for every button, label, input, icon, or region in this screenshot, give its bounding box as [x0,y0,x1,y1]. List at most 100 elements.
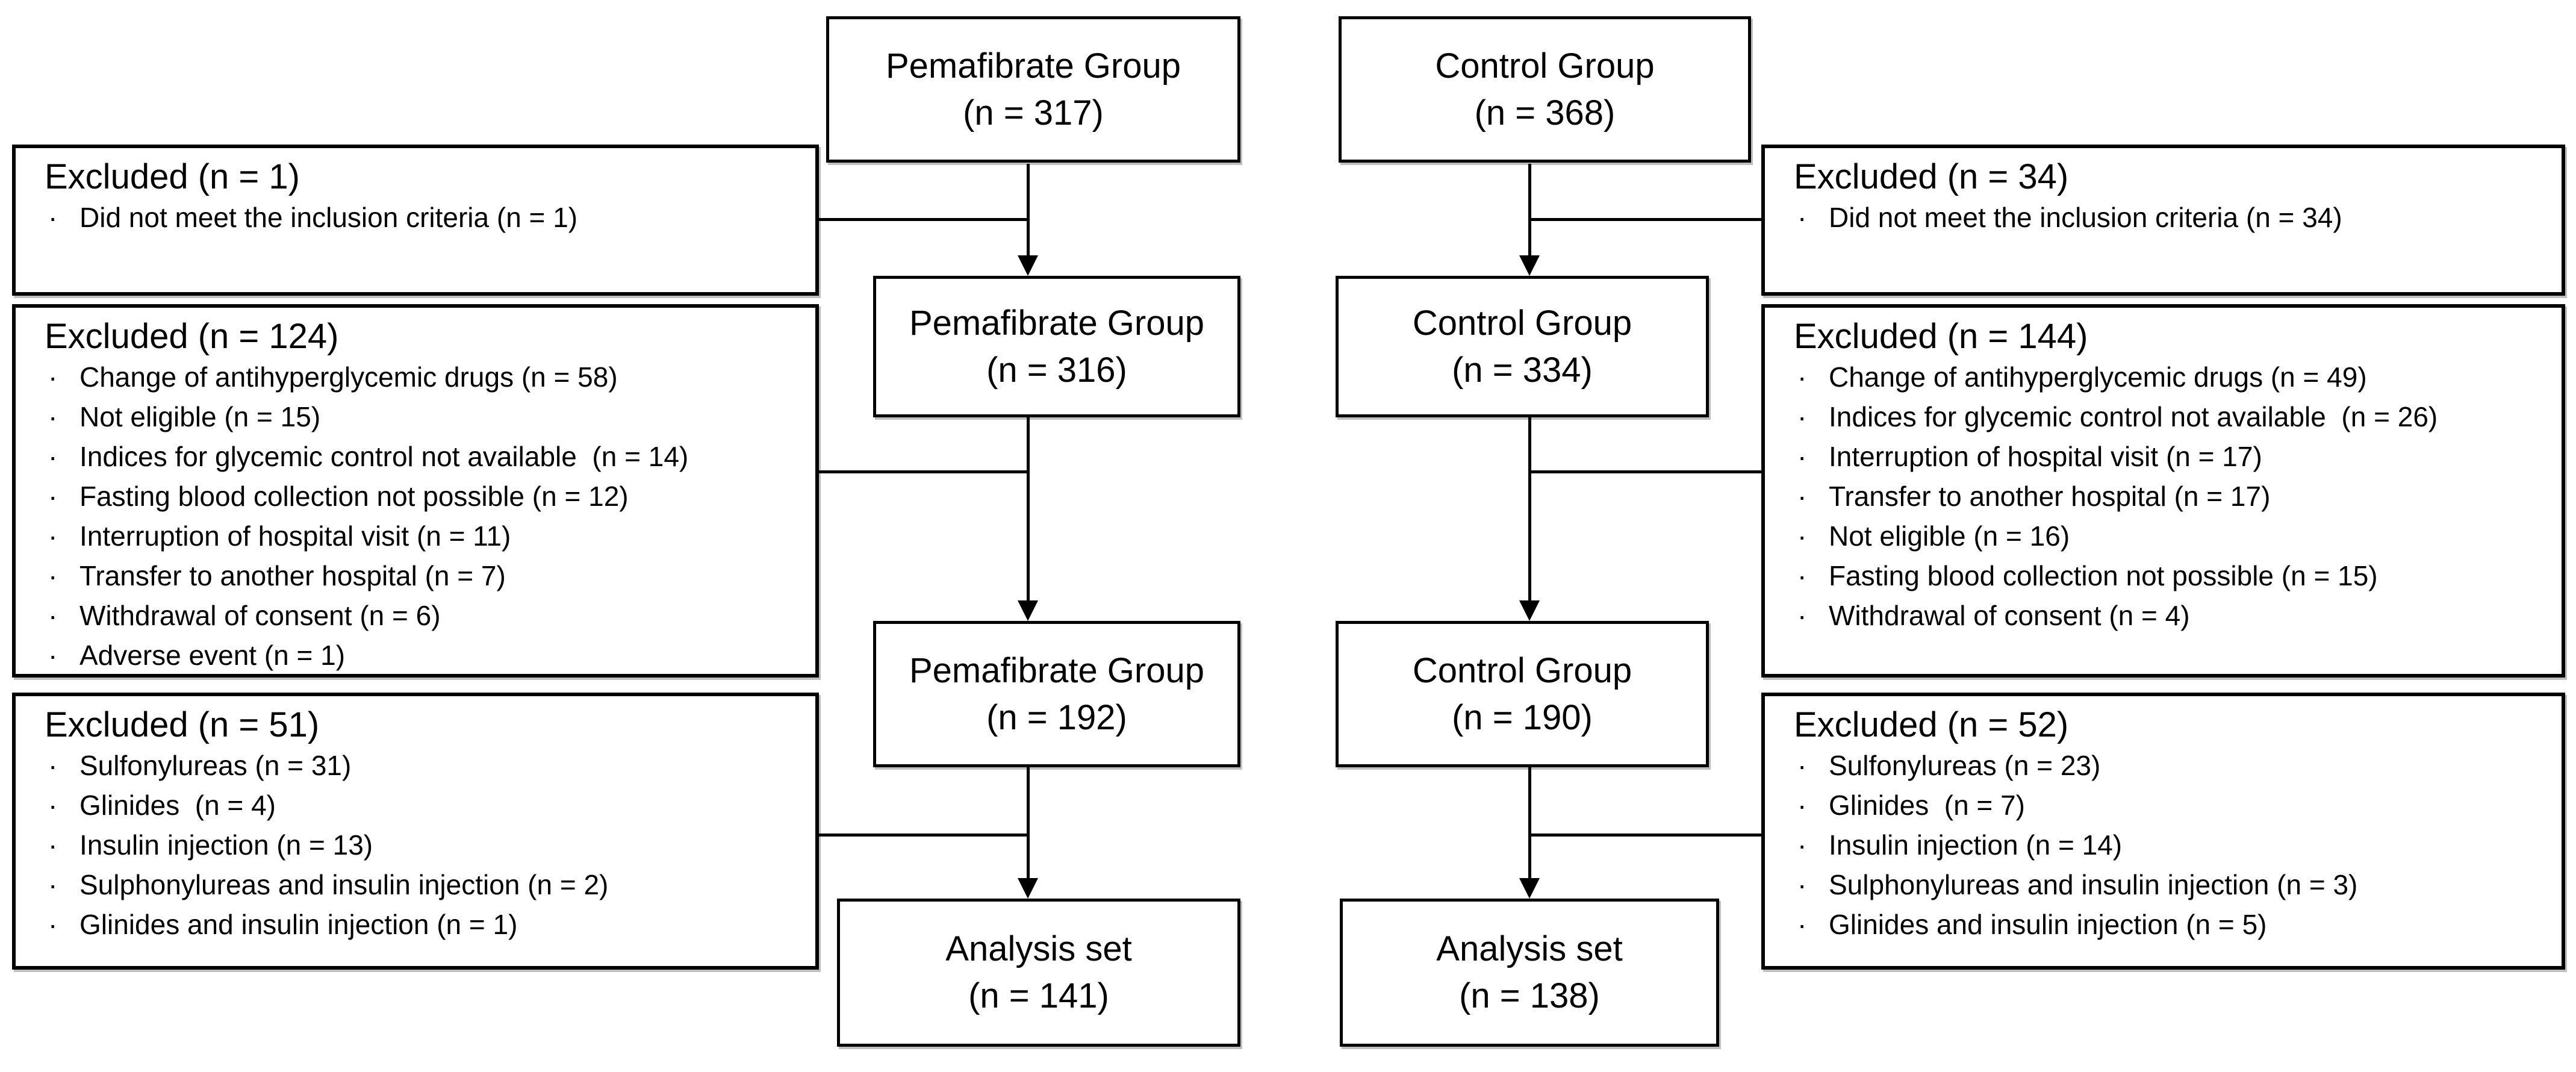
bullet-icon: · [48,600,58,631]
stage-title: Analysis set [1436,929,1623,968]
pemafibrate-stage-2-box: Pemafibrate Group (n = 316) [873,276,1240,417]
control-analysis-set-box: Analysis set (n = 138) [1340,899,1719,1047]
control-stage-1-box: Control Group (n = 368) [1339,16,1751,163]
bullet-icon: · [48,750,58,781]
control-exclusion-branch-2 [1529,470,1761,473]
exclusion-item-text: Not eligible (n = 15) [79,401,321,432]
stage-title: Analysis set [945,929,1132,968]
exclusion-item-text: Glinides (n = 7) [1829,790,2025,821]
bullet-icon: · [1797,829,1807,861]
exclusion-item: · Transfer to another hospital (n = 17) [1794,476,2543,516]
bullet-icon: · [48,829,58,861]
stage-title: Control Group [1412,303,1632,343]
bullet-icon: · [48,441,58,472]
exclusion-item-text: Insulin injection (n = 14) [1829,829,2123,861]
exclusion-item-text: Interruption of hospital visit (n = 11) [79,520,511,552]
exclusion-item-text: Sulphonylureas and insulin injection (n … [1829,869,2358,900]
control-connector-2 [1528,417,1531,602]
exclusion-title: Excluded (n = 34) [1794,157,2069,196]
exclusion-item: · Insulin injection (n = 14) [1794,825,2543,865]
bullet-icon: · [48,520,58,552]
stage-n: (n = 334) [1452,350,1593,390]
bullet-icon: · [1797,202,1807,233]
exclusion-item: · Change of antihyperglycemic drugs (n =… [45,357,797,397]
control-connector-3 [1528,767,1531,879]
pemafibrate-analysis-set-box: Analysis set (n = 141) [837,899,1240,1047]
pemafibrate-exclusion-box-2: Excluded (n = 124) · Change of antihyper… [12,304,819,678]
exclusion-item: · Fasting blood collection not possible … [1794,556,2543,596]
exclusion-item: · Glinides and insulin injection (n = 1) [45,905,797,944]
arrow-down-icon [1018,878,1038,899]
bullet-icon: · [48,361,58,393]
exclusion-item: · Did not meet the inclusion criteria (n… [45,198,797,237]
stage-n: (n = 368) [1474,93,1616,132]
pemafibrate-connector-1 [1027,164,1030,259]
bullet-icon: · [1797,560,1807,591]
exclusion-item-text: Glinides (n = 4) [79,790,276,821]
exclusion-title: Excluded (n = 51) [45,705,320,744]
exclusion-title: Excluded (n = 1) [45,157,300,196]
arrow-down-icon [1519,878,1540,899]
exclusion-item-text: Fasting blood collection not possible (n… [79,481,629,512]
exclusion-item-text: Interruption of hospital visit (n = 17) [1829,441,2262,472]
exclusion-item: · Sulphonylureas and insulin injection (… [45,865,797,905]
exclusion-item-text: Adverse event (n = 1) [79,640,346,671]
exclusion-item-text: Not eligible (n = 16) [1829,520,2070,552]
stage-title: Control Group [1435,46,1655,86]
exclusion-title: Excluded (n = 52) [1794,705,2069,744]
control-exclusion-box-1: Excluded (n = 34) · Did not meet the inc… [1761,145,2565,296]
stage-n: (n = 190) [1452,697,1593,737]
bullet-icon: · [1797,401,1807,432]
exclusion-item: · Glinides (n = 4) [45,785,797,825]
exclusion-item-text: Transfer to another hospital (n = 7) [79,560,506,591]
exclusion-item-text: Sulfonylureas (n = 31) [79,750,352,781]
bullet-icon: · [48,909,58,940]
arrow-down-icon [1018,255,1038,276]
control-connector-1 [1528,164,1531,259]
stage-title: Control Group [1412,650,1632,690]
pemafibrate-exclusion-branch-3 [819,834,1030,837]
control-exclusion-box-3: Excluded (n = 52) · Sulfonylureas (n = 2… [1761,693,2565,970]
pemafibrate-exclusion-branch-1 [819,218,1030,221]
exclusion-item: · Fasting blood collection not possible … [45,476,797,516]
exclusion-item-text: Did not meet the inclusion criteria (n =… [79,202,578,233]
stage-title: Pemafibrate Group [909,650,1205,690]
arrow-down-icon [1519,600,1540,621]
exclusion-item: · Adverse event (n = 1) [45,635,797,674]
pemafibrate-connector-3 [1027,767,1030,879]
exclusion-item: · Sulfonylureas (n = 31) [45,746,797,785]
exclusion-item: · Sulfonylureas (n = 23) [1794,746,2543,785]
bullet-icon: · [1797,790,1807,821]
pemafibrate-exclusion-box-3: Excluded (n = 51) · Sulfonylureas (n = 3… [12,693,819,970]
pemafibrate-stage-3-box: Pemafibrate Group (n = 192) [873,621,1240,767]
stage-n: (n = 141) [968,976,1109,1015]
exclusion-item-text: Indices for glycemic control not availab… [79,441,689,472]
exclusion-item-text: Insulin injection (n = 13) [79,829,373,861]
exclusion-item: · Interruption of hospital visit (n = 11… [45,516,797,556]
bullet-icon: · [1797,520,1807,552]
exclusion-item: · Indices for glycemic control not avail… [1794,397,2543,437]
bullet-icon: · [48,481,58,512]
control-exclusion-box-2: Excluded (n = 144) · Change of antihyper… [1761,304,2565,678]
exclusion-item-text: Glinides and insulin injection (n = 5) [1829,909,2267,940]
exclusion-item-text: Withdrawal of consent (n = 6) [79,600,441,631]
exclusion-item: · Interruption of hospital visit (n = 17… [1794,437,2543,476]
exclusion-item: · Withdrawal of consent (n = 6) [45,596,797,635]
exclusion-item: · Sulphonylureas and insulin injection (… [1794,865,2543,905]
exclusion-title: Excluded (n = 124) [45,317,339,356]
arrow-down-icon [1519,255,1540,276]
bullet-icon: · [1797,481,1807,512]
exclusion-item-text: Indices for glycemic control not availab… [1829,401,2438,432]
exclusion-item-text: Change of antihyperglycemic drugs (n = 5… [79,361,618,393]
bullet-icon: · [1797,909,1807,940]
pemafibrate-exclusion-box-1: Excluded (n = 1) · Did not meet the incl… [12,145,819,296]
stage-title: Pemafibrate Group [909,303,1205,343]
bullet-icon: · [1797,869,1807,900]
stage-n: (n = 138) [1459,976,1600,1015]
pemafibrate-stage-1-box: Pemafibrate Group (n = 317) [826,16,1240,163]
exclusion-item-text: Glinides and insulin injection (n = 1) [79,909,518,940]
arrow-down-icon [1018,600,1038,621]
stage-n: (n = 192) [986,697,1127,737]
bullet-icon: · [48,202,58,233]
pemafibrate-connector-2 [1027,417,1030,602]
